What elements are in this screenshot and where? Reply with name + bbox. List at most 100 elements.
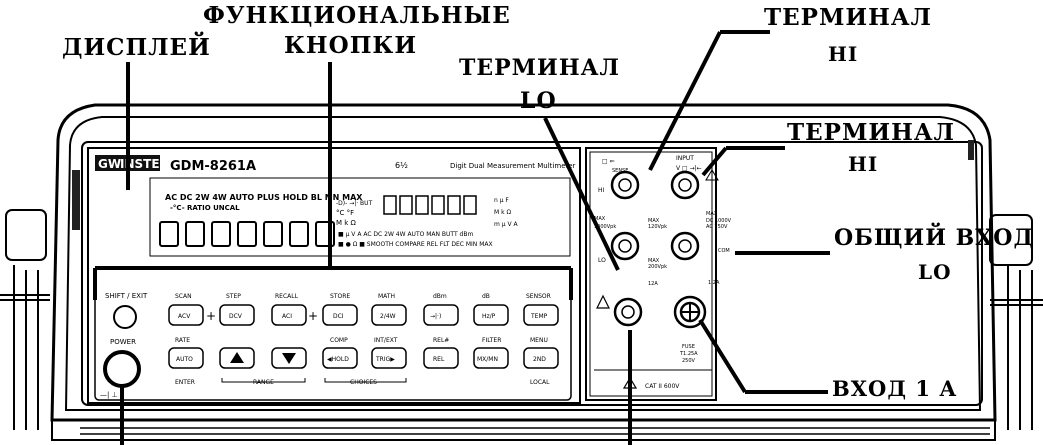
callout-terminal-hi-top-line2: HI xyxy=(828,42,859,66)
key-diode[interactable] xyxy=(423,304,459,326)
svg-text:STORE: STORE xyxy=(330,293,350,300)
top-keys xyxy=(168,304,559,326)
key-acv[interactable] xyxy=(168,304,204,326)
key-auto[interactable] xyxy=(168,347,204,369)
svg-text:SENSOR: SENSOR xyxy=(526,293,551,300)
key-rel[interactable] xyxy=(423,347,459,369)
button-area xyxy=(94,267,572,401)
callout-terminal-lo-line2: LO xyxy=(520,88,557,114)
svg-text:RECALL: RECALL xyxy=(275,293,299,300)
svg-text:V □ →|←: V □ →|← xyxy=(676,165,702,172)
key-dcv[interactable] xyxy=(219,304,255,326)
key-2w4w[interactable] xyxy=(371,304,407,326)
svg-text:■ ● Ω ■ SMOOTH COMPARE REL FLT: ■ ● Ω ■ SMOOTH COMPARE REL FLT DEC MIN M… xyxy=(338,241,493,248)
model-label: GDM-8261A xyxy=(170,159,256,174)
svg-text:dBm: dBm xyxy=(433,293,447,300)
svg-text:POWER: POWER xyxy=(110,338,136,346)
key-mxmn[interactable] xyxy=(473,347,509,369)
key-trig[interactable] xyxy=(371,347,407,369)
svg-text:HI: HI xyxy=(598,187,605,194)
svg-text:m μ V A: m μ V A xyxy=(494,221,518,228)
svg-text:M k Ω: M k Ω xyxy=(336,219,357,227)
svg-text:□ ⇐: □ ⇐ xyxy=(602,158,615,165)
svg-text:TRIG▶: TRIG▶ xyxy=(375,356,395,363)
svg-text:MAX: MAX xyxy=(648,258,660,264)
down-arrow-icon xyxy=(282,353,296,364)
svg-text:LO: LO xyxy=(598,257,606,264)
svg-text:MENU: MENU xyxy=(530,337,548,344)
svg-text:INSTEK: INSTEK xyxy=(120,157,170,171)
key-temp[interactable] xyxy=(523,304,559,326)
svg-text:SENSE: SENSE xyxy=(612,168,628,174)
svg-text:RATE: RATE xyxy=(175,337,190,344)
secondary-digits xyxy=(383,195,477,215)
svg-text:REL#: REL# xyxy=(433,337,449,344)
svg-text:INPUT: INPUT xyxy=(676,155,694,162)
lcd-display: AC DC 2W 4W AUTO PLUS HOLD BL MN MAX -°C… xyxy=(149,177,571,257)
svg-text:STEP: STEP xyxy=(226,293,241,300)
power-button[interactable] xyxy=(103,350,141,388)
svg-text:-°C- RATIO UNCAL: -°C- RATIO UNCAL xyxy=(170,204,240,212)
svg-text:+: + xyxy=(308,309,318,323)
svg-text:CAT II 600V: CAT II 600V xyxy=(645,383,680,390)
svg-text:DC 1000V: DC 1000V xyxy=(706,218,732,224)
svg-text:COM: COM xyxy=(718,248,730,254)
svg-text:MATH: MATH xyxy=(378,293,395,300)
callout-common-line2: LO xyxy=(918,260,952,284)
svg-text:SCAN: SCAN xyxy=(175,293,192,300)
key-hz[interactable] xyxy=(473,304,509,326)
svg-text:250V: 250V xyxy=(682,358,696,364)
key-aci[interactable] xyxy=(271,304,307,326)
svg-text:COMP: COMP xyxy=(330,337,348,344)
callout-function-keys-line1: ФУНКЦИОНАЛЬНЫЕ xyxy=(203,2,511,29)
handle xyxy=(0,209,1043,430)
key-dci[interactable] xyxy=(322,304,358,326)
svg-text:■ μ V A AC DC 2W 4W AUTO MAN B: ■ μ V A AC DC 2W 4W AUTO MAN BUTT dBm xyxy=(338,231,473,238)
svg-text:FUSE: FUSE xyxy=(682,344,695,350)
callout-leaders xyxy=(93,30,830,445)
svg-text:INT/EXT: INT/EXT xyxy=(374,337,398,344)
callout-terminal-hi-right-line1: ТЕРМИНАЛ xyxy=(787,119,955,146)
svg-text:12A: 12A xyxy=(648,281,658,287)
svg-text:AC 750V: AC 750V xyxy=(706,224,728,230)
callout-function-keys-line2: КНОПКИ xyxy=(284,32,418,59)
key-hold[interactable] xyxy=(322,347,358,369)
terminal-panel: □ ⇐ SENSE INPUT V □ →|← HI LO MAX 1000Vp… xyxy=(585,147,732,401)
svg-text:Hz/P: Hz/P xyxy=(482,313,496,320)
svg-text:TEMP: TEMP xyxy=(530,313,548,320)
svg-text:GW: GW xyxy=(98,157,121,171)
shift-exit-button[interactable] xyxy=(113,305,137,329)
svg-text:ENTER: ENTER xyxy=(175,379,195,386)
mid-row-labels: RATE COMP INT/EXT REL# FILTER MENU xyxy=(175,337,548,344)
svg-text:T1.25A: T1.25A xyxy=(679,351,698,357)
svg-text:2/4W: 2/4W xyxy=(380,313,396,320)
svg-text:REL: REL xyxy=(433,356,445,363)
svg-text:ACV: ACV xyxy=(178,313,191,320)
svg-text:200Vpk: 200Vpk xyxy=(648,264,667,270)
up-arrow-icon xyxy=(230,352,244,363)
arrow-icons xyxy=(230,352,296,364)
svg-text:MAX: MAX xyxy=(594,216,606,222)
callout-input-1a: ВХОД 1 А xyxy=(832,376,958,401)
svg-text:M k Ω: M k Ω xyxy=(494,209,511,216)
bottom-grille xyxy=(80,427,990,435)
svg-text:◀HOLD: ◀HOLD xyxy=(327,356,349,363)
svg-text:120Vpk: 120Vpk xyxy=(648,224,667,230)
svg-text:FILTER: FILTER xyxy=(482,337,501,344)
svg-text:2ND: 2ND xyxy=(533,356,546,363)
svg-text:ACI: ACI xyxy=(282,313,292,320)
svg-text:DCV: DCV xyxy=(229,313,243,320)
key-2nd[interactable] xyxy=(523,347,559,369)
side-strip xyxy=(72,140,974,230)
svg-text:AUTO: AUTO xyxy=(176,356,193,363)
svg-text:dB: dB xyxy=(482,293,490,300)
callout-terminal-lo-line1: ТЕРМИНАЛ xyxy=(459,55,620,81)
left-controls: SHIFT / EXIT POWER —| ⊥ o xyxy=(100,292,148,399)
svg-text:6½: 6½ xyxy=(395,161,408,170)
svg-text:n μ F: n μ F xyxy=(494,197,509,204)
